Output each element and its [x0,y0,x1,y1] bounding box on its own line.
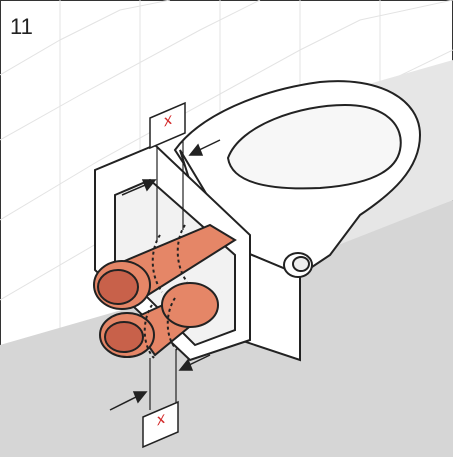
guide-lines [149,140,184,410]
upper-pipe [93,223,237,310]
lower-pipe [99,282,219,358]
marker-bottom-label: x [157,409,165,430]
direction-arrows [109,139,221,411]
marker-bottom [142,400,179,449]
step-number: 11 [10,14,33,39]
side-button [283,252,313,278]
marker-top-label: x [164,110,172,131]
marker-top [149,101,186,150]
cut-lines [143,224,188,359]
